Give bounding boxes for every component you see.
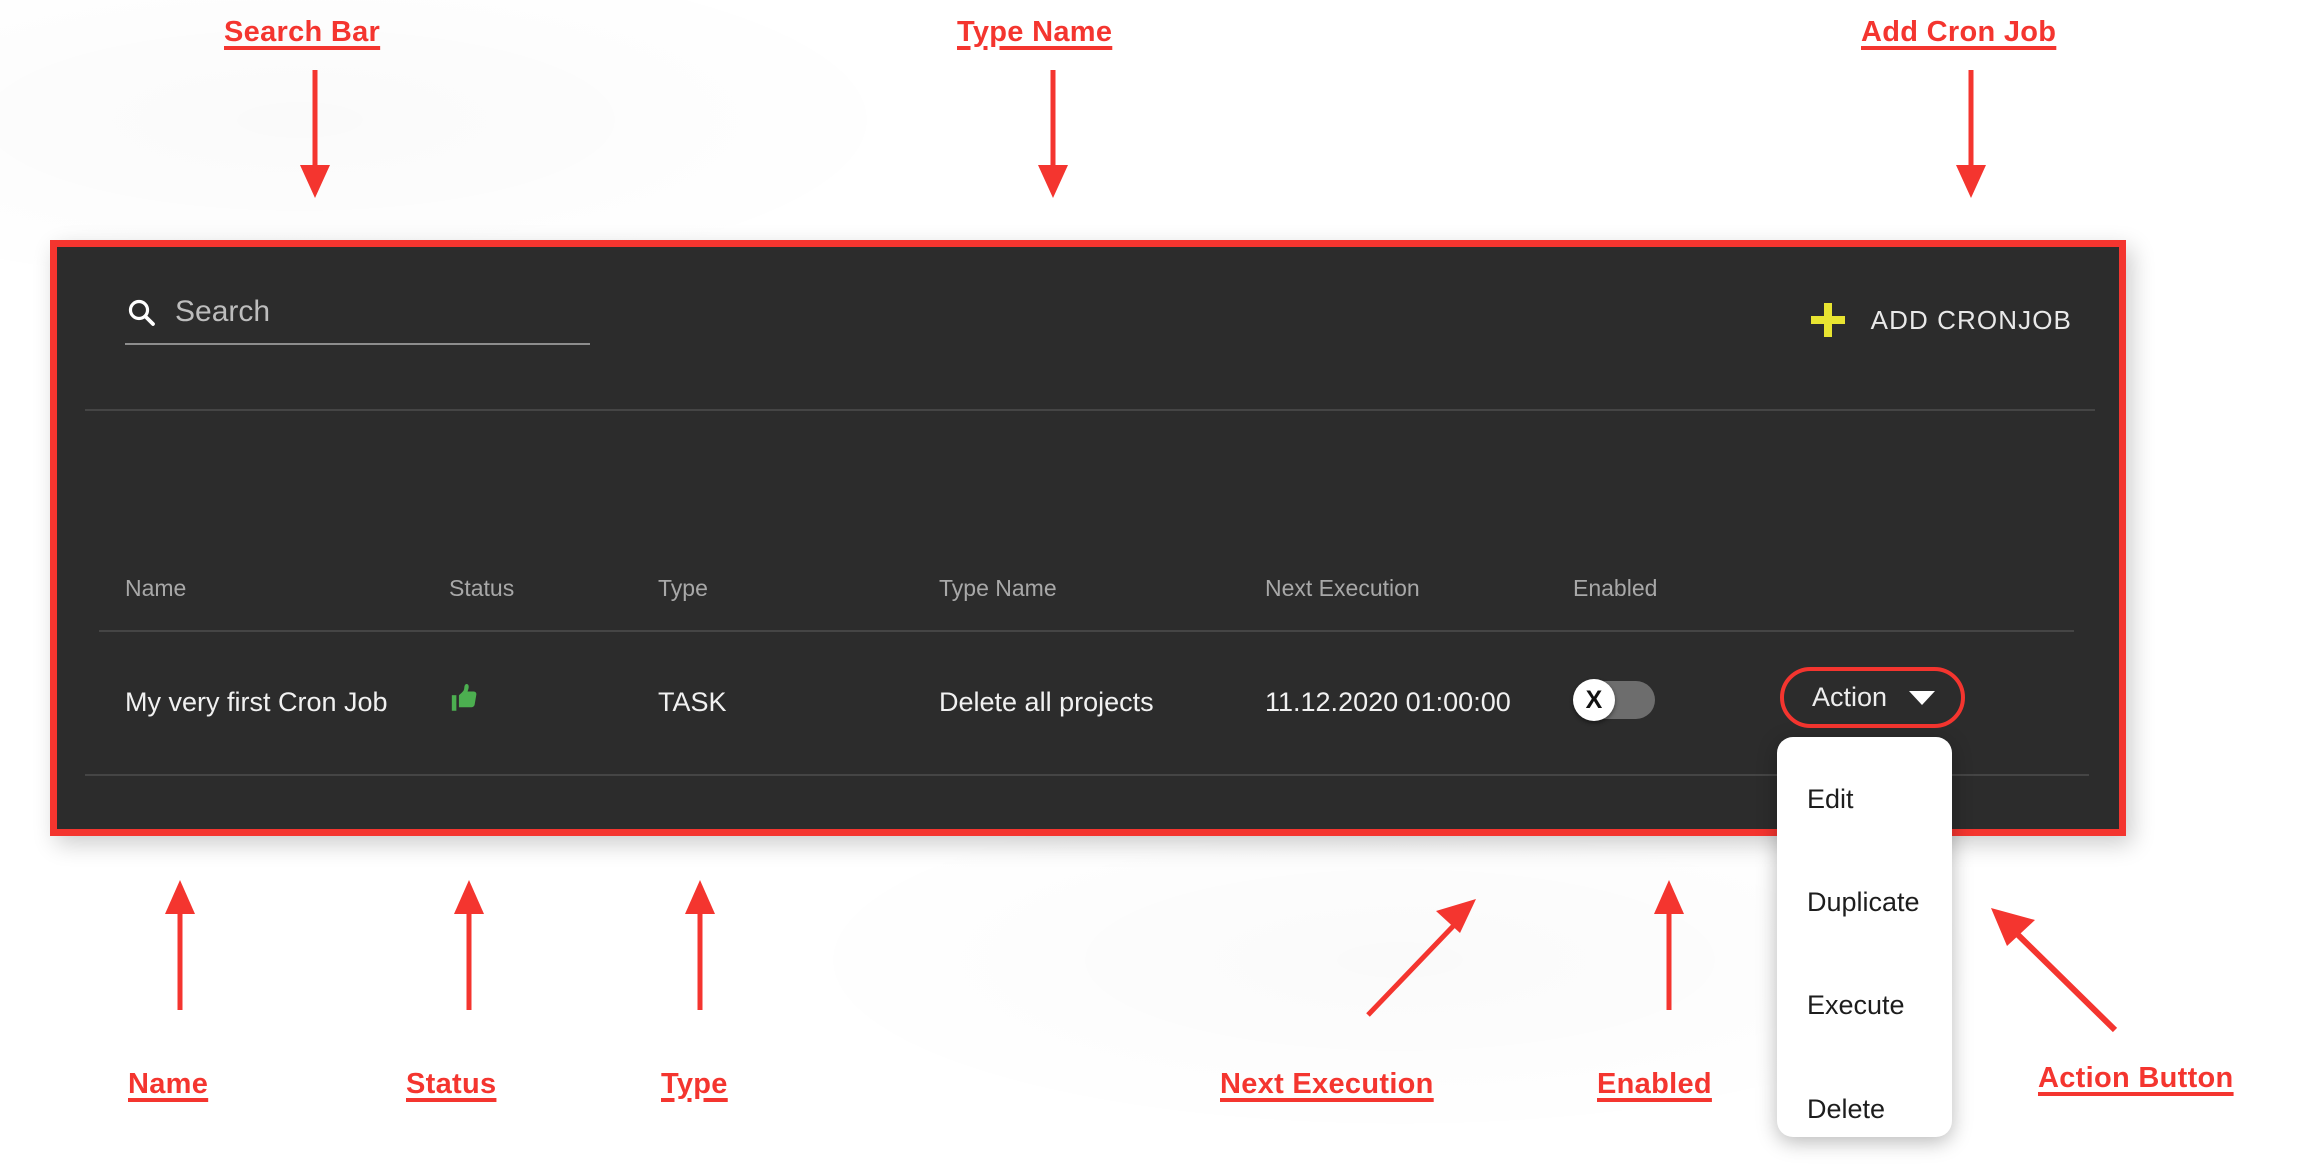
menu-item-duplicate[interactable]: Duplicate — [1807, 887, 1920, 917]
action-button[interactable]: Action — [1780, 667, 1966, 728]
annotation-arrow-name — [165, 880, 195, 1010]
header-divider — [99, 630, 2074, 632]
toggle-knob: X — [1573, 679, 1615, 721]
action-button-label: Action — [1812, 682, 1888, 712]
action-dropdown-menu: Edit Duplicate Execute Delete — [1777, 737, 1952, 1137]
annotation-label-next-execution: Next Execution — [1220, 1068, 1434, 1100]
cell-type-name: Delete all projects — [939, 687, 1154, 717]
annotation-arrow-add-cron-job — [1956, 70, 1986, 198]
annotation-arrow-type-name — [1038, 70, 1068, 198]
annotation-label-name: Name — [128, 1068, 209, 1100]
search-placeholder: Search — [175, 295, 271, 328]
add-cronjob-button[interactable]: ADD CRONJOB — [1810, 303, 2072, 337]
menu-item-edit[interactable]: Edit — [1807, 784, 1854, 814]
column-header-enabled: Enabled — [1573, 575, 1658, 601]
column-header-name: Name — [125, 575, 187, 601]
column-header-type: Type — [658, 575, 708, 601]
column-header-next-execution: Next Execution — [1265, 575, 1420, 601]
annotation-arrow-action-button — [1991, 908, 2118, 1033]
cell-next-execution: 11.12.2020 01:00:00 — [1265, 687, 1511, 717]
annotation-arrow-enabled — [1654, 880, 1684, 1010]
cell-type: TASK — [658, 687, 727, 717]
row-divider — [85, 774, 2089, 776]
cell-name: My very first Cron Job — [125, 687, 388, 717]
column-header-status: Status — [449, 575, 515, 601]
search-icon — [125, 296, 157, 328]
thumbs-up-icon — [449, 681, 483, 722]
annotation-label-action-button: Action Button — [2038, 1062, 2234, 1094]
annotation-arrow-search-bar — [300, 70, 330, 198]
annotation-arrow-next-execution — [1366, 899, 1476, 1017]
column-header-type-name: Type Name — [939, 575, 1057, 601]
annotation-label-type-name: Type Name — [957, 16, 1113, 48]
annotation-label-type: Type — [661, 1068, 728, 1100]
search-input[interactable]: Search — [125, 295, 590, 345]
annotation-label-enabled: Enabled — [1597, 1068, 1712, 1100]
add-cronjob-label: ADD CRONJOB — [1870, 304, 2072, 335]
annotation-arrow-type — [685, 880, 715, 1010]
menu-item-execute[interactable]: Execute — [1807, 990, 1905, 1020]
panel-toolbar: Search ADD CRONJOB — [57, 247, 2119, 410]
annotation-label-status: Status — [406, 1068, 497, 1100]
plus-icon — [1810, 303, 1845, 337]
annotation-label-add-cron-job: Add Cron Job — [1861, 16, 2057, 48]
annotation-label-search-bar: Search Bar — [224, 16, 381, 48]
toolbar-divider — [85, 409, 2095, 411]
chevron-down-icon — [1909, 690, 1936, 705]
annotation-arrow-status — [454, 880, 484, 1010]
menu-item-delete[interactable]: Delete — [1807, 1094, 1886, 1124]
cronjob-panel: Search ADD CRONJOB Name Status Type Type… — [50, 240, 2126, 836]
